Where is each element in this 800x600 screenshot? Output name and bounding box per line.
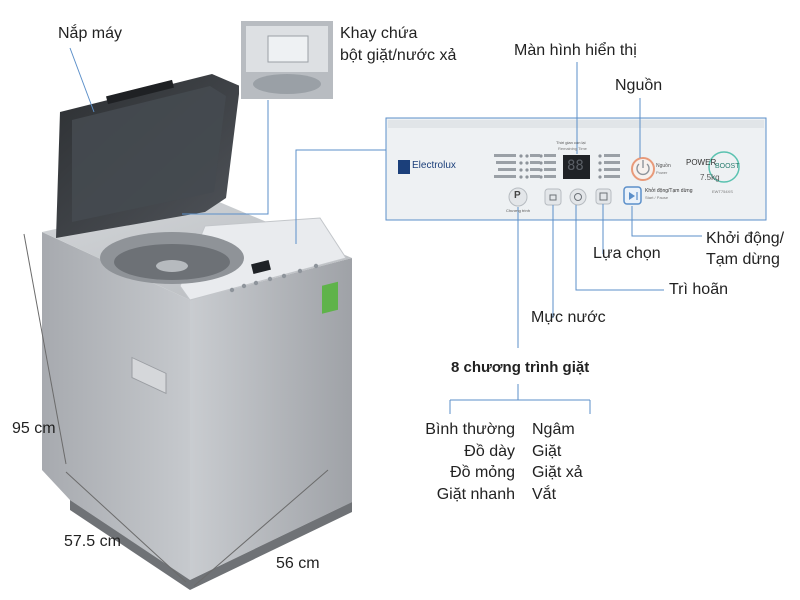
program-item: Đồ mỏng [450,464,515,481]
label-display: Màn hình hiển thị [514,42,637,59]
energy-label [322,281,338,314]
panel-display-value: 88 [567,158,584,174]
power-boost-ring [708,151,740,183]
callout-lid [69,47,95,113]
program-item: Ngâm [532,421,575,438]
callout-delay [575,205,664,291]
program-button [508,187,528,207]
program-list-left: Bình thường Đồ dày Đồ mỏng Giặt nhanh [400,419,515,505]
label-lid: Nắp máy [58,25,123,42]
panel-power-label-en: Power [656,170,668,175]
program-item: Bình thường [425,421,515,438]
dim-depth-line [65,471,187,583]
machine-side [190,258,352,580]
panel-power-boost-2: BOOST [715,163,740,170]
label-delay: Trì hoãn [669,281,728,298]
panel-display-caption-en: Remaining Time [558,146,587,151]
electrolux-logo-icon [398,160,410,174]
program-item: Giặt [532,442,562,460]
label-tray-2: bột giặt/nước xả [340,47,457,64]
label-start-1: Khởi động/ [706,230,785,247]
play-icon [629,192,635,200]
label-power: Nguồn [615,77,663,94]
power-button-ring [631,157,655,181]
water-level-button [544,188,562,206]
callout-lines [69,47,702,414]
program-text-marks [494,154,620,178]
panel-model: EWT754XS [712,189,733,194]
callout-panel [295,149,386,244]
callout-start [631,206,702,237]
panel-display-caption: Thời gian còn lại [556,140,586,145]
label-programs-title: 8 chương trình giặt [451,359,590,376]
tray-inset [239,19,335,101]
panel-display [563,155,590,179]
panel-brand: Electrolux [412,160,456,171]
dim-height-line [23,233,67,465]
machine-lid-glass [72,86,226,222]
program-item: Vắt [532,485,557,503]
power-icon [636,163,650,176]
panel-power-boost-1: POWER [686,158,717,167]
machine-front-handle [131,356,167,395]
label-options: Lựa chọn [593,245,661,262]
panel-capacity: 7.5kg [700,173,720,182]
panel-power-label: Nguồn [656,163,671,169]
panel-start-label-en: Start / Pause [645,195,669,200]
label-tray-1: Khay chứa [340,25,418,42]
dim-width-line [193,469,329,587]
panel-program-label: Chương trình [506,208,530,213]
machine-base [70,500,352,590]
panel-program-glyph: P [514,190,521,201]
program-item: Giặt xả [532,464,583,481]
program-list-right: Ngâm Giặt Giặt xả Vắt [532,419,583,505]
machine-buttons [229,263,319,293]
machine-front [42,232,190,580]
machine-display [251,259,271,275]
callout-tray [182,100,269,215]
dim-height-label: 95 cm [12,420,56,437]
label-water-level: Mực nước [531,309,606,326]
panel-start-label: Khởi động/Tạm dừng [645,188,693,194]
dim-width-label: 56 cm [276,555,320,572]
program-indicators [519,154,602,179]
dimension-lines [23,233,329,587]
control-panel-inset [385,117,767,221]
delay-button [569,188,587,206]
machine-tub-agitator [156,260,188,272]
machine-lid-handle [106,79,174,105]
program-item: Giặt nhanh [436,485,515,503]
label-start-2: Tạm dừng [706,251,780,268]
washing-machine [42,74,352,590]
options-button [595,188,612,205]
program-item: Đồ dày [464,442,515,460]
dim-depth-label: 57.5 cm [64,533,121,550]
